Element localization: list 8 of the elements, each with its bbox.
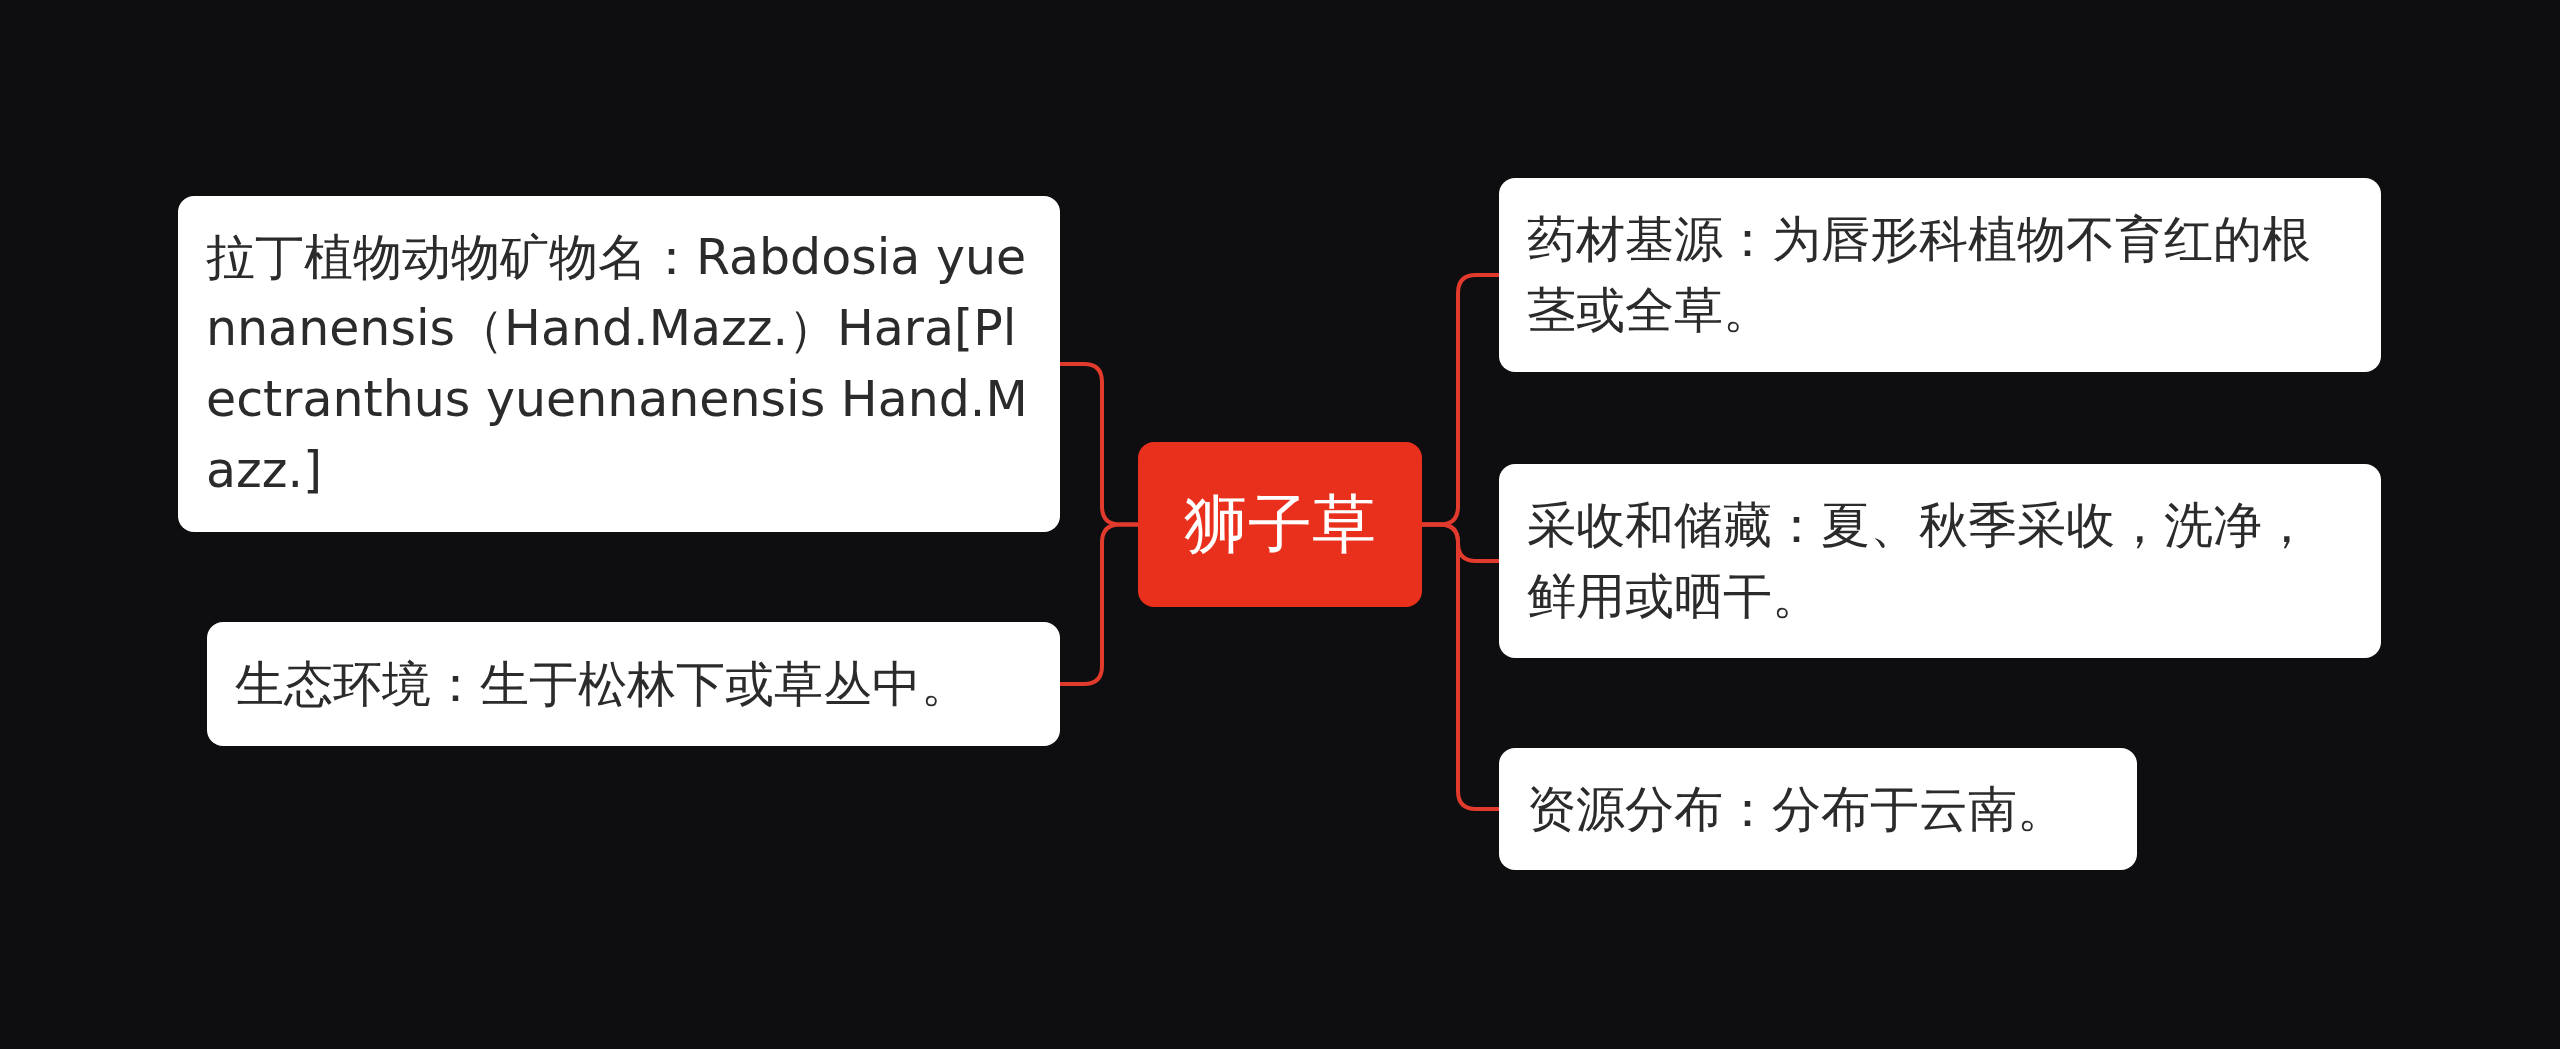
topic-box: 生态环境：生于松林下或草丛中。	[207, 622, 1060, 746]
connector-line	[1060, 522, 1138, 686]
connector-line	[1422, 522, 1499, 811]
topic-box: 采收和储藏：夏、秋季采收，洗净，鲜用或晒干。	[1499, 464, 2381, 658]
topic-box: 拉丁植物动物矿物名：Rabdosia yuennanensis（Hand.Mazz.）Hara[Plectranthus yuennanensis Hand.Mazz.]	[178, 196, 1060, 532]
topic-box: 资源分布：分布于云南。	[1499, 748, 2137, 870]
topic-box: 药材基源：为唇形科植物不育红的根茎或全草。	[1499, 178, 2381, 372]
center-topic-box: 狮子草	[1138, 442, 1422, 607]
